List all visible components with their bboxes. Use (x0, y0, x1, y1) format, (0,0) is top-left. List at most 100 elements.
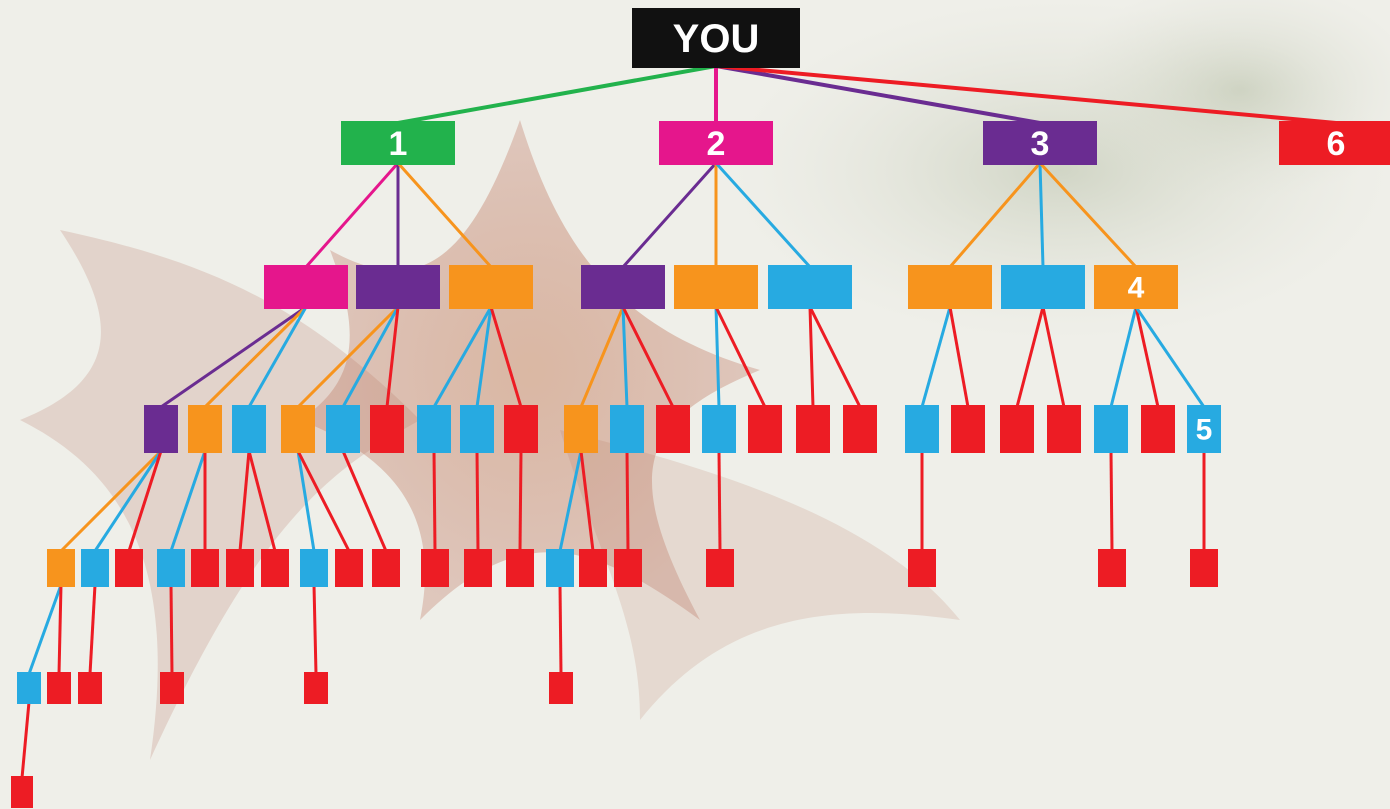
tree-node (1001, 265, 1085, 309)
node-box (372, 549, 400, 587)
tree-node (546, 549, 574, 587)
tree-node (144, 405, 178, 453)
node-box (188, 405, 222, 453)
tree-node (768, 265, 852, 309)
tree-node (656, 405, 690, 453)
node-box (614, 549, 642, 587)
tree-node (191, 549, 219, 587)
node-box (1190, 549, 1218, 587)
connector-line (1041, 306, 1066, 408)
node-box (281, 405, 315, 453)
tree-node (300, 549, 328, 587)
tree-node (417, 405, 451, 453)
node-box (564, 405, 598, 453)
node-box (546, 549, 574, 587)
node-box (843, 405, 877, 453)
tree-node (581, 265, 665, 309)
connector-line (1134, 306, 1160, 408)
tree-node (370, 405, 404, 453)
connector-line (1038, 162, 1045, 268)
connector-line (20, 701, 31, 779)
node-box (674, 265, 758, 309)
connector-line (1109, 306, 1138, 408)
tree-node (951, 405, 985, 453)
node-label: 3 (1031, 125, 1050, 163)
connector-line (579, 450, 595, 552)
node-box (908, 549, 936, 587)
connector-line (714, 161, 812, 269)
tree-node (115, 549, 143, 587)
node-box (702, 405, 736, 453)
node-label: 5 (1196, 414, 1213, 447)
node-4: 4 (1094, 265, 1178, 309)
connector-line (296, 450, 316, 552)
node-label: 2 (707, 125, 726, 163)
node-box (326, 405, 360, 453)
tree-node (674, 265, 758, 309)
node-box (659, 121, 773, 165)
node-box (460, 405, 494, 453)
tree-node (47, 549, 75, 587)
connector-line (621, 306, 675, 408)
node-box (264, 265, 348, 309)
node-5: 5 (1187, 405, 1221, 453)
tree-node (261, 549, 289, 587)
node-box (11, 776, 33, 808)
node-box (768, 265, 852, 309)
node-box (1000, 405, 1034, 453)
node-box (1001, 265, 1085, 309)
node-box (370, 405, 404, 453)
connector-line (579, 306, 625, 408)
tree-node (549, 672, 573, 704)
connector-line (625, 450, 630, 552)
connector-line (715, 64, 1041, 125)
tree-node (11, 776, 33, 808)
tree-node (372, 549, 400, 587)
connector-line (127, 450, 163, 552)
tree-node (160, 672, 184, 704)
node-box (632, 8, 800, 68)
node-box (1187, 405, 1221, 453)
node-box (449, 265, 533, 309)
connector-line (93, 450, 163, 552)
tree-node (17, 672, 41, 704)
connector-line (396, 162, 493, 268)
tree-node (908, 549, 936, 587)
connector-line (1134, 306, 1206, 408)
connector-line (714, 306, 767, 408)
connector-line (475, 450, 480, 552)
node-box (417, 405, 451, 453)
node-2: 2 (659, 121, 773, 165)
tree-node (702, 405, 736, 453)
node-box (335, 549, 363, 587)
node-box (232, 405, 266, 453)
node-6: 6 (1279, 121, 1390, 165)
node-box (581, 265, 665, 309)
node-box (191, 549, 219, 587)
connector-line (432, 450, 437, 552)
connector-line (808, 306, 815, 408)
connector-line (59, 449, 163, 553)
connector-line (341, 306, 400, 408)
tree-node (81, 549, 109, 587)
connector-line (558, 584, 563, 675)
connector-line (715, 64, 1337, 125)
tree-node (449, 265, 533, 309)
tree-node (796, 405, 830, 453)
tree-node (1094, 405, 1128, 453)
node-box (356, 265, 440, 309)
node-you: YOU (632, 8, 800, 68)
node-box (81, 549, 109, 587)
node-3: 3 (983, 121, 1097, 165)
connector-line (169, 450, 207, 552)
node-label: 1 (389, 125, 408, 163)
node-box (1279, 121, 1390, 165)
node-box (17, 672, 41, 704)
node-box (796, 405, 830, 453)
connector-line (948, 162, 1042, 268)
connector-line (247, 306, 308, 408)
tree-node (843, 405, 877, 453)
node-box (1047, 405, 1081, 453)
connector-line (385, 306, 400, 408)
